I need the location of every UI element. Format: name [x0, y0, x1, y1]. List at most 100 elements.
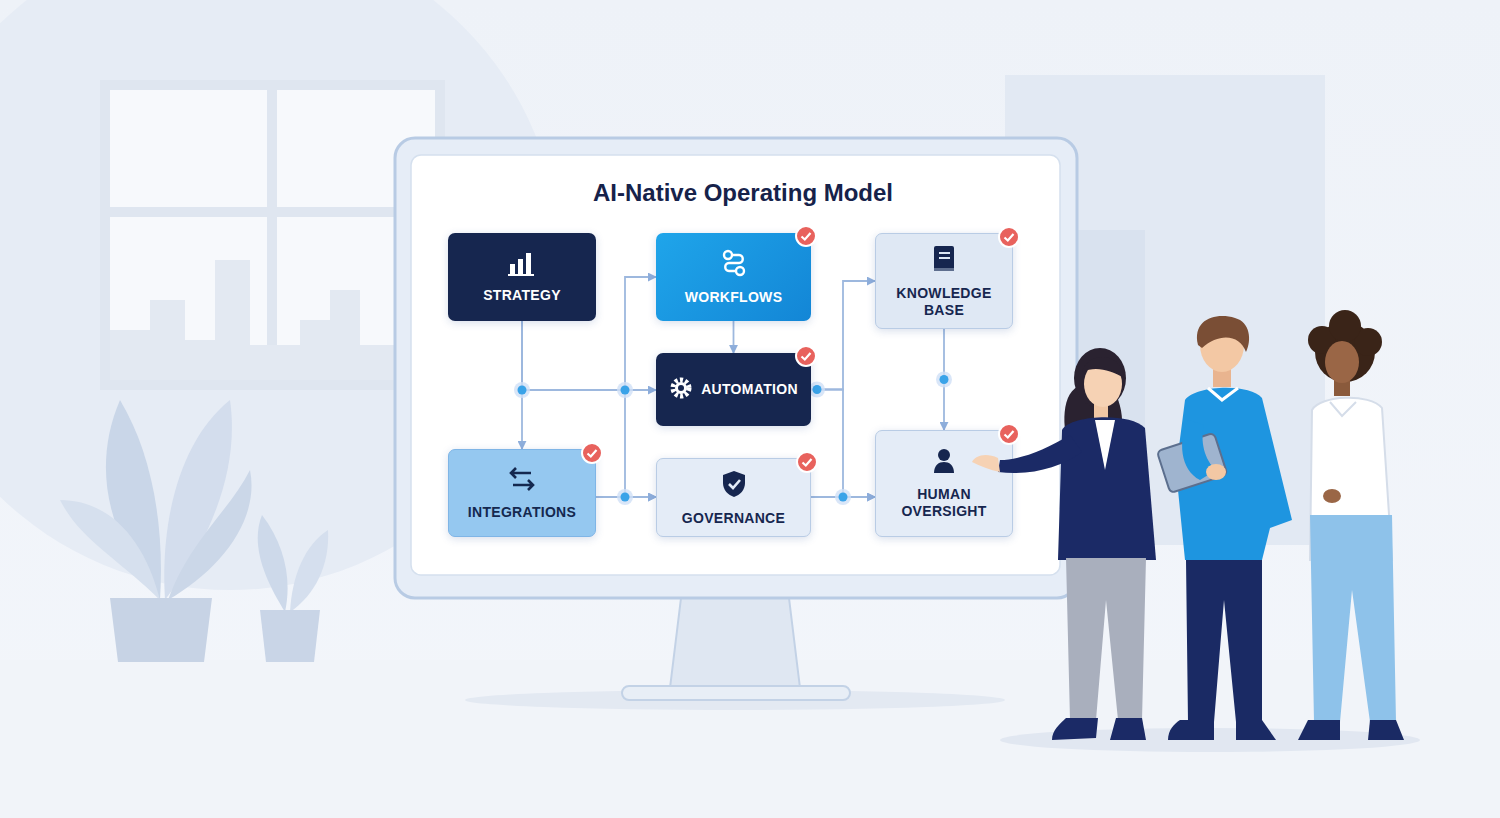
check-badge [1005, 234, 1014, 241]
node-icon [518, 259, 523, 274]
connector-arrow [521, 321, 523, 449]
check-badge [999, 227, 1019, 247]
node-icon [721, 469, 747, 499]
node-icon [723, 471, 745, 497]
check-badge [796, 451, 818, 473]
connector-arrow [811, 281, 875, 390]
connector-arrow [811, 496, 875, 498]
check-badge [795, 345, 817, 367]
connector-arrow [811, 390, 875, 498]
node-label: WORKFLOWS [685, 289, 783, 306]
man-with-tablet [1157, 316, 1292, 740]
human-oversight-box: HUMAN OVERSIGHT [875, 430, 1013, 537]
node-icon [507, 465, 537, 497]
man-with-tablet [1236, 720, 1276, 740]
plant-small [260, 610, 320, 662]
node-icon [669, 376, 693, 400]
man-with-tablet [1176, 388, 1292, 560]
node-icon [719, 248, 749, 278]
connector-arrow [733, 321, 735, 353]
node-icon [934, 268, 954, 271]
plant-small [258, 515, 288, 612]
plant-large [168, 470, 252, 600]
presenter-woman [1058, 417, 1156, 560]
woman-right [1323, 489, 1341, 503]
node-icon [719, 248, 749, 282]
check-badge [1005, 431, 1014, 438]
monitor [411, 155, 1060, 575]
monitor [670, 590, 800, 688]
node-label: GOVERNANCE [682, 510, 785, 527]
connector-arrow [522, 321, 656, 390]
woman-right [1298, 310, 1404, 740]
node-icon [507, 250, 537, 280]
junction-dot [518, 386, 527, 395]
check-badge [998, 423, 1020, 445]
junction-dot [813, 385, 822, 394]
plant-large [60, 400, 252, 662]
node-icon [934, 462, 954, 473]
woman-right [1308, 326, 1336, 354]
node-icon [939, 252, 950, 254]
check-badge [802, 233, 811, 240]
monitor [622, 686, 850, 700]
node-icon [673, 380, 689, 396]
node-icon [721, 469, 747, 503]
node-label: AUTOMATION [701, 381, 798, 398]
diagram-title: AI-Native Operating Model [593, 179, 893, 207]
man-with-tablet [1197, 316, 1249, 352]
node-icon [507, 250, 537, 276]
junction-dot [835, 489, 851, 505]
node-icon [930, 244, 958, 274]
connector-arrow [943, 329, 945, 430]
man-with-tablet [1168, 720, 1214, 740]
node-icon [510, 264, 515, 274]
check-badge [999, 424, 1019, 444]
node-icon [508, 274, 534, 276]
man-with-tablet [1200, 318, 1244, 372]
node-icon [931, 447, 957, 479]
presenter-woman [1066, 558, 1146, 720]
node-icon [526, 253, 531, 274]
man-with-tablet [1206, 464, 1226, 480]
node-label: INTEGRATIONS [468, 504, 576, 521]
junction-dot [617, 489, 633, 505]
junction-dot [621, 386, 630, 395]
junction-dot [940, 375, 949, 384]
window [267, 85, 277, 385]
connector-arrow [596, 496, 656, 498]
plant-small [258, 515, 328, 662]
workflows-box: WORKFLOWS [656, 233, 811, 321]
junction-dot [839, 493, 848, 502]
node-icon [725, 255, 743, 271]
plant-small [290, 530, 328, 612]
check-badge [581, 442, 603, 464]
junction-dot [514, 382, 530, 398]
plant-large [110, 598, 212, 662]
junction-dot [617, 382, 633, 398]
node-label: HUMAN OVERSIGHT [889, 486, 999, 520]
presenter-woman [1064, 380, 1122, 450]
junction-dot [809, 382, 825, 398]
woman-right [1298, 720, 1340, 740]
window [105, 85, 440, 385]
woman-right [1329, 310, 1361, 342]
check-badge [795, 225, 817, 247]
knowledge-base-box: KNOWLEDGE BASE [875, 233, 1013, 329]
window [105, 85, 440, 385]
node-icon [939, 257, 950, 259]
node-icon [931, 447, 957, 475]
man-with-tablet [1157, 433, 1228, 493]
woman-right [1325, 341, 1359, 383]
woman-right [1310, 398, 1392, 560]
man-with-tablet [1208, 388, 1238, 400]
node-icon [729, 480, 740, 488]
woman-right [1315, 322, 1375, 382]
check-badge [802, 353, 811, 360]
woman-right [1368, 720, 1404, 740]
window [110, 260, 400, 380]
node-icon [669, 376, 693, 404]
strategy-box: STRATEGY [448, 233, 596, 321]
woman-right [1310, 515, 1396, 722]
plant-large [60, 500, 160, 600]
